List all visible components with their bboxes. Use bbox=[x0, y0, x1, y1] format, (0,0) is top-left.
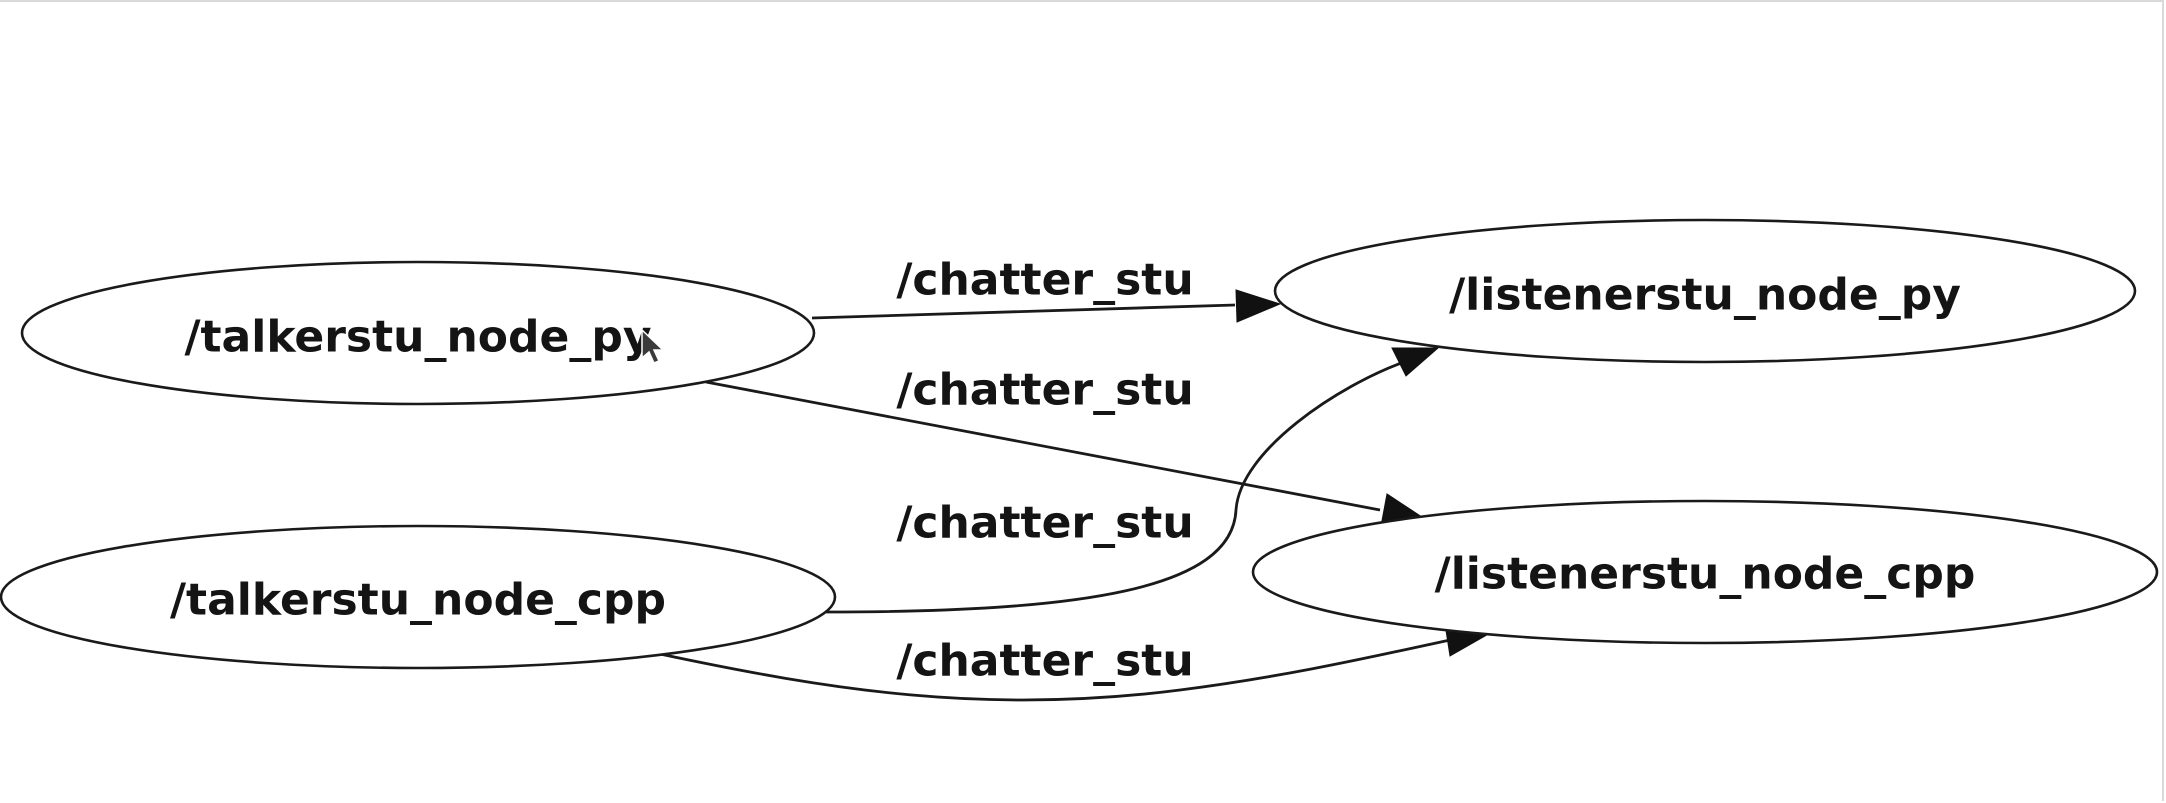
edge-talker-cpp-to-listener-cpp[interactable]: /chatter_stu bbox=[659, 623, 1494, 702]
node-label: /listenerstu_node_py bbox=[1449, 270, 1961, 321]
edge-talker-py-to-listener-cpp[interactable]: /chatter_stu bbox=[705, 365, 1427, 527]
edge-label: /chatter_stu bbox=[896, 255, 1193, 306]
arrowhead-icon bbox=[1235, 289, 1282, 323]
nodes: /talkerstu_node_py /talkerstu_node_cpp /… bbox=[0, 218, 2159, 670]
node-ellipse bbox=[20, 260, 816, 406]
node-ellipse bbox=[0, 524, 837, 670]
edge-line bbox=[659, 638, 1451, 702]
edges: /chatter_stu /chatter_stu /chatter_stu /… bbox=[659, 255, 1494, 702]
node-ellipse bbox=[1251, 499, 2159, 645]
node-label: /talkerstu_node_py bbox=[184, 312, 651, 363]
edge-talker-py-to-listener-py[interactable]: /chatter_stu bbox=[811, 255, 1282, 323]
node-listenerstu-node-cpp[interactable]: /listenerstu_node_cpp bbox=[1251, 499, 2159, 645]
edge-label: /chatter_stu bbox=[896, 365, 1193, 416]
node-ellipse bbox=[1273, 218, 2137, 364]
arrowhead-icon bbox=[1391, 347, 1440, 377]
node-label: /listenerstu_node_cpp bbox=[1435, 549, 1976, 600]
edge-label: /chatter_stu bbox=[896, 636, 1193, 687]
node-talkerstu-node-py[interactable]: /talkerstu_node_py bbox=[20, 260, 816, 406]
edge-line bbox=[825, 360, 1405, 614]
node-listenerstu-node-py[interactable]: /listenerstu_node_py bbox=[1273, 218, 2137, 364]
mouse-cursor-icon bbox=[641, 328, 665, 364]
edge-line bbox=[811, 303, 1236, 320]
edge-line bbox=[705, 380, 1381, 512]
node-label: /talkerstu_node_cpp bbox=[170, 575, 666, 626]
edge-label: /chatter_stu bbox=[896, 498, 1193, 549]
edge-talker-cpp-to-listener-py[interactable]: /chatter_stu bbox=[825, 347, 1440, 614]
node-talkerstu-node-cpp[interactable]: /talkerstu_node_cpp bbox=[0, 524, 837, 670]
